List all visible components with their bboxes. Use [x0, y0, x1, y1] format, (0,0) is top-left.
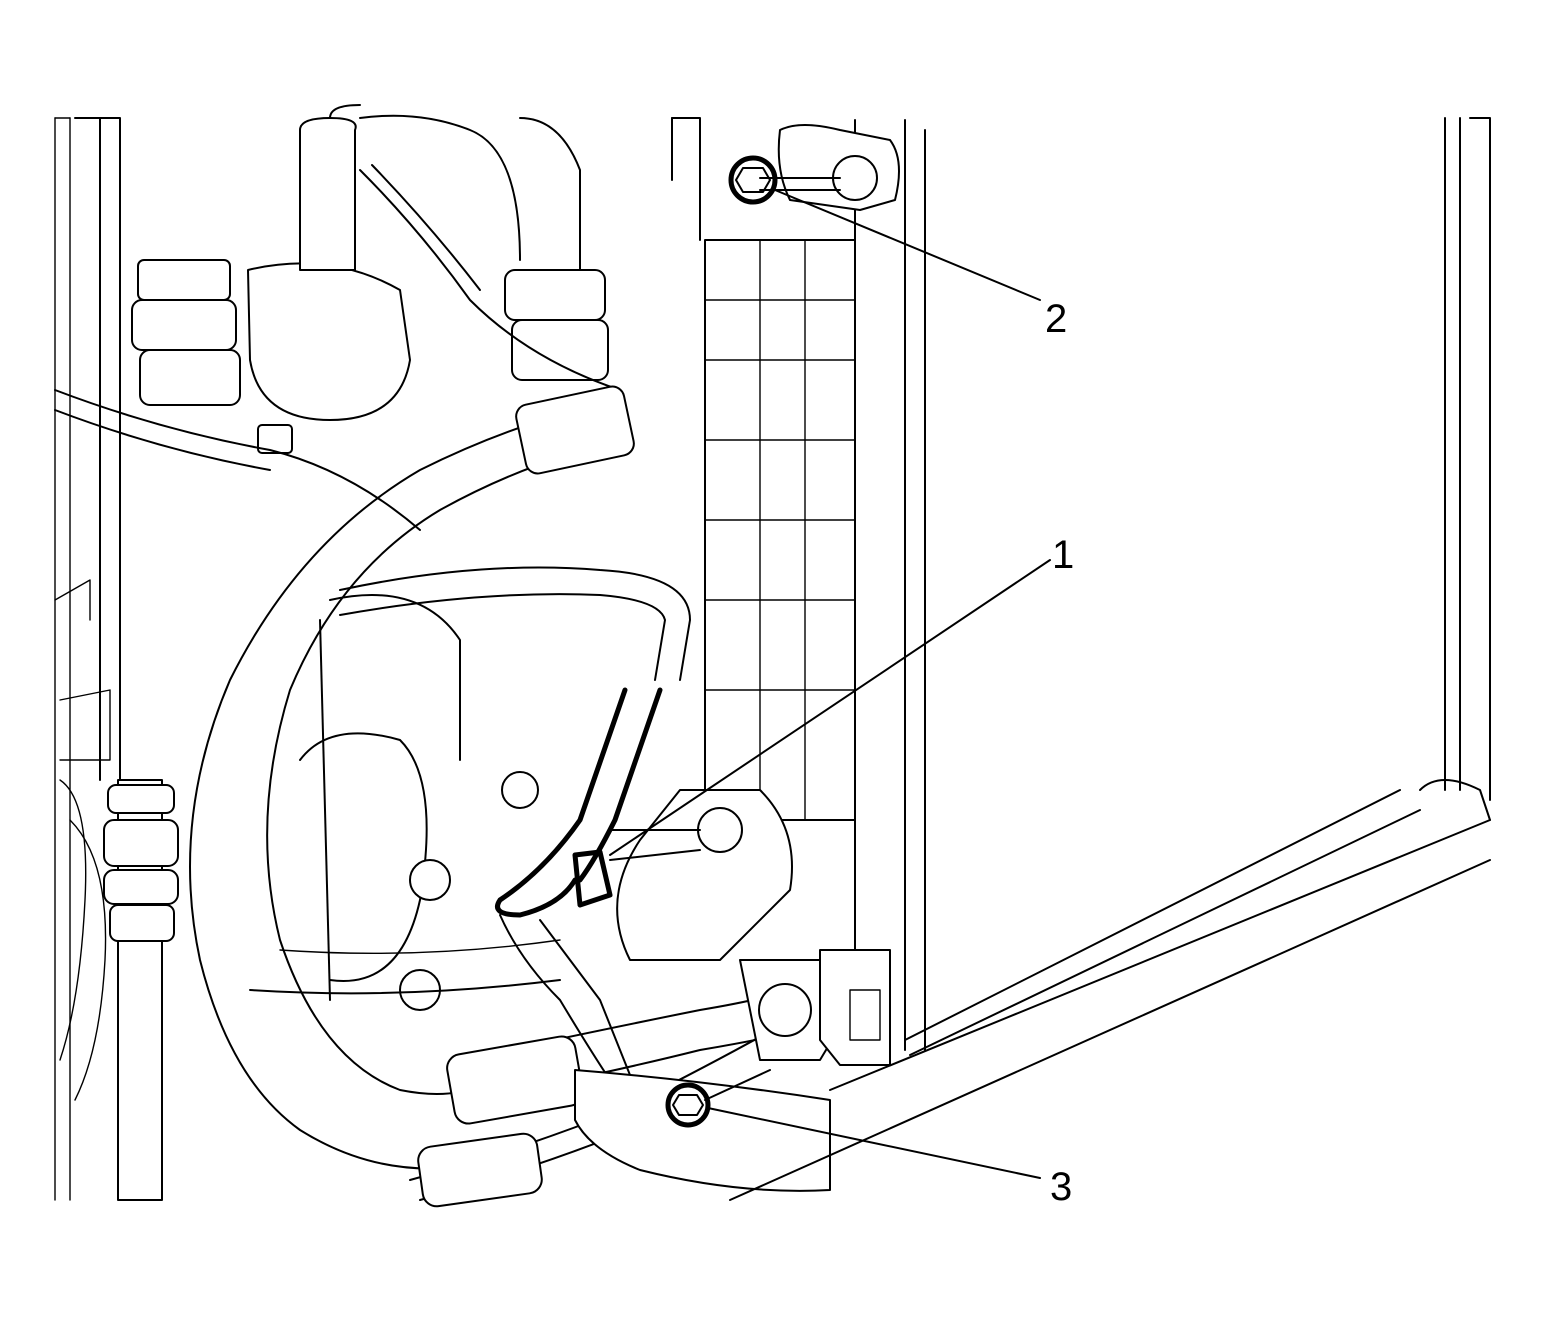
ac-line-loop	[339, 566, 691, 681]
bolt-3-hex	[672, 1094, 704, 1116]
left-vertical-hose	[103, 779, 179, 1201]
condenser-frame	[671, 117, 926, 1051]
callout-3: 3	[1050, 1165, 1072, 1209]
condenser-drier	[704, 239, 856, 821]
callout-1: 1	[1052, 533, 1074, 577]
bottom-clip	[819, 949, 891, 1066]
upper-left-fittings	[131, 117, 411, 454]
bolt-2-highlight	[728, 155, 778, 205]
large-loop-hose	[189, 385, 635, 1170]
bolt-3-stud	[704, 1069, 771, 1101]
bolt-2-hex	[735, 167, 771, 193]
upper-bracket	[759, 124, 900, 211]
leader-lines	[609, 189, 1051, 1179]
right-radiator-frame	[729, 117, 1491, 1201]
lower-bracket	[574, 789, 851, 1192]
compressor	[249, 594, 561, 1011]
left-frame-structure	[54, 117, 121, 1201]
bolt-3-highlight	[665, 1082, 711, 1128]
upper-u-hose	[329, 104, 609, 381]
highlighted-refrigerant-line	[495, 687, 663, 1081]
callout-2: 2	[1045, 297, 1067, 341]
thin-line-upper	[54, 164, 621, 531]
